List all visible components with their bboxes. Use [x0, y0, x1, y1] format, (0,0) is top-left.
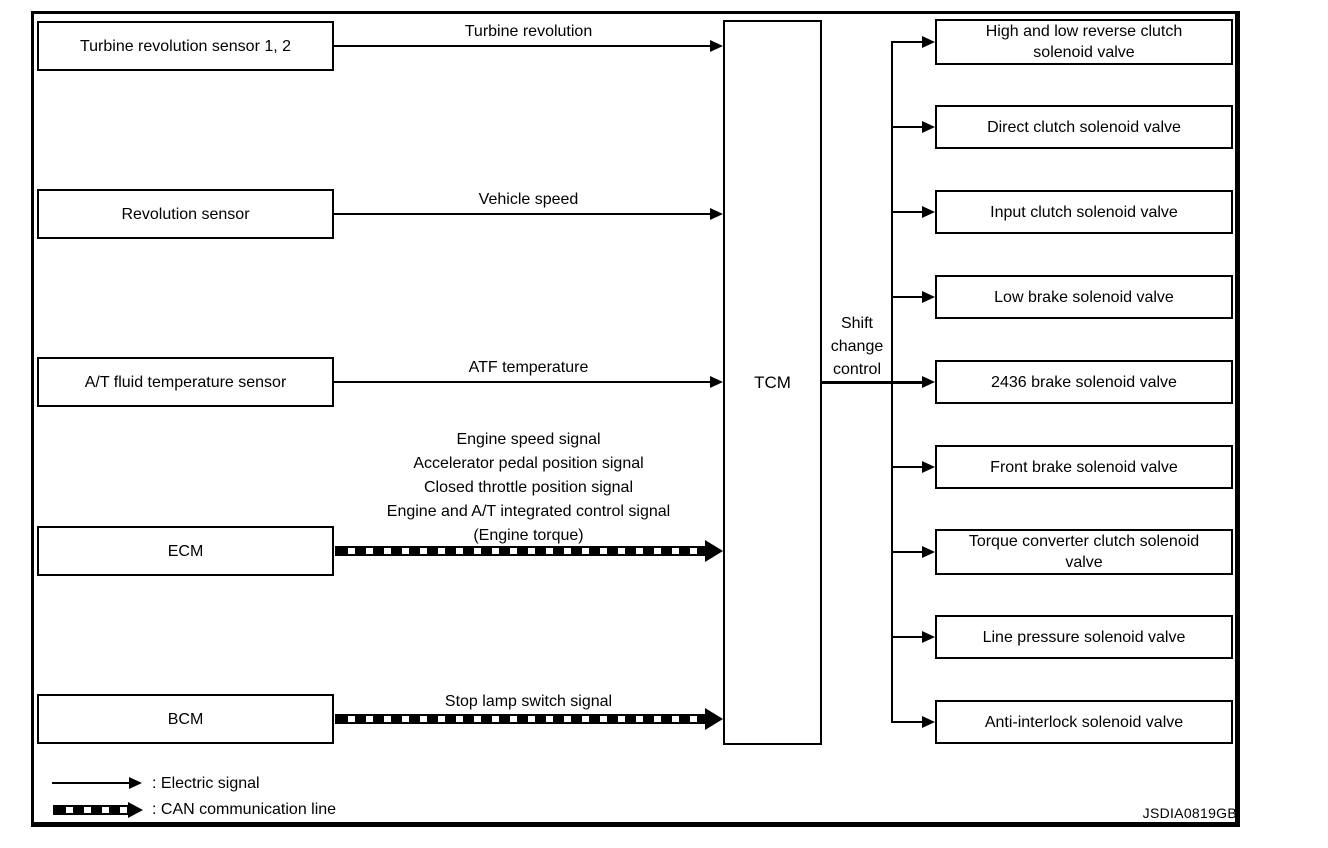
legend-electric-line-icon [52, 782, 130, 784]
signal-label-vehicle-speed: Vehicle speed [478, 191, 579, 208]
output-box-anti-interlock: Anti-interlock solenoid valve [935, 700, 1233, 744]
shift-label-line: change [830, 338, 884, 355]
legend-can-line-icon [53, 805, 129, 815]
output-box-label: Direct clutch solenoid valve [987, 118, 1181, 136]
tcm-label: TCM [754, 373, 791, 392]
tcm-box: TCM [723, 20, 822, 745]
shift-label-line: control [832, 361, 882, 378]
branch-line [891, 211, 923, 213]
signal-line: Accelerator pedal position signal [413, 455, 644, 472]
signal-line: Engine speed signal [456, 431, 601, 448]
input-box-at-fluid-temperature-sensor: A/T fluid temperature sensor [37, 357, 334, 407]
electric-signal-line [334, 213, 711, 215]
can-communication-line [335, 714, 707, 724]
arrowhead-icon [129, 777, 142, 789]
input-box-revolution-sensor: Revolution sensor [37, 189, 334, 239]
output-box-label: 2436 brake solenoid valve [991, 373, 1177, 391]
arrowhead-icon [922, 376, 935, 388]
legend-can-label: : CAN communication line [152, 801, 337, 818]
signal-line: Closed throttle position signal [423, 479, 633, 496]
input-box-label: ECM [167, 542, 204, 560]
input-box-turbine-revolution-sensor: Turbine revolution sensor 1, 2 [37, 21, 334, 71]
arrowhead-icon [922, 121, 935, 133]
output-box-low-brake: Low brake solenoid valve [935, 275, 1233, 319]
arrowhead-icon [922, 206, 935, 218]
arrowhead-icon [922, 716, 935, 728]
arrowhead-icon [710, 208, 723, 220]
arrowhead-icon [922, 461, 935, 473]
branch-line [891, 551, 923, 553]
signal-line: (Engine torque) [473, 527, 584, 544]
output-box-label: Input clutch solenoid valve [990, 203, 1178, 221]
input-box-label: Revolution sensor [121, 205, 250, 223]
arrowhead-icon [128, 802, 143, 818]
arrowhead-icon [922, 291, 935, 303]
output-box-label: High and low reverse clutch solenoid val… [985, 23, 1183, 61]
signal-label-atf-temperature: ATF temperature [468, 359, 589, 376]
arrowhead-icon [705, 540, 723, 562]
electric-signal-line [334, 45, 711, 47]
branch-line [891, 636, 923, 638]
output-box-front-brake: Front brake solenoid valve [935, 445, 1233, 489]
figure-code: JSDIA0819GB [1142, 805, 1237, 821]
input-box-bcm: BCM [37, 694, 334, 744]
branch-line [891, 296, 923, 298]
arrowhead-icon [922, 36, 935, 48]
output-box-label: Line pressure solenoid valve [982, 628, 1186, 646]
output-box-input-clutch: Input clutch solenoid valve [935, 190, 1233, 234]
signal-label-stop-lamp-switch: Stop lamp switch signal [444, 693, 613, 710]
arrowhead-icon [710, 376, 723, 388]
output-box-high-low-reverse-clutch: High and low reverse clutch solenoid val… [935, 19, 1233, 65]
shift-label-line: Shift [840, 315, 873, 332]
branch-line [891, 466, 923, 468]
legend-electric-label: : Electric signal [152, 775, 260, 792]
output-box-2436-brake: 2436 brake solenoid valve [935, 360, 1233, 404]
signal-line: Engine and A/T integrated control signal [386, 503, 671, 520]
arrowhead-icon [705, 708, 723, 730]
tcm-output-main-line [822, 381, 923, 384]
electric-signal-line [334, 381, 711, 383]
input-box-label: BCM [167, 710, 204, 728]
shift-change-control-label: Shift change control [815, 312, 899, 381]
arrowhead-icon [922, 631, 935, 643]
output-box-label: Front brake solenoid valve [990, 458, 1178, 476]
output-box-direct-clutch: Direct clutch solenoid valve [935, 105, 1233, 149]
input-box-ecm: ECM [37, 526, 334, 576]
output-box-line-pressure: Line pressure solenoid valve [935, 615, 1233, 659]
input-box-label: A/T fluid temperature sensor [84, 373, 287, 391]
arrowhead-icon [710, 40, 723, 52]
arrowhead-icon [922, 546, 935, 558]
signal-label-ecm-signals: Engine speed signal Accelerator pedal po… [334, 428, 723, 548]
branch-line [891, 721, 923, 723]
output-box-label: Low brake solenoid valve [994, 288, 1174, 306]
output-distribution-line [891, 41, 893, 723]
branch-line [891, 126, 923, 128]
output-box-label: Torque converter clutch solenoid valve [968, 533, 1200, 571]
signal-label-turbine-revolution: Turbine revolution [464, 23, 593, 40]
input-box-label: Turbine revolution sensor 1, 2 [79, 37, 292, 55]
output-box-torque-converter-clutch: Torque converter clutch solenoid valve [935, 529, 1233, 575]
branch-line [891, 41, 923, 43]
diagram-outer-frame [31, 11, 1240, 827]
output-box-label: Anti-interlock solenoid valve [984, 713, 1184, 731]
